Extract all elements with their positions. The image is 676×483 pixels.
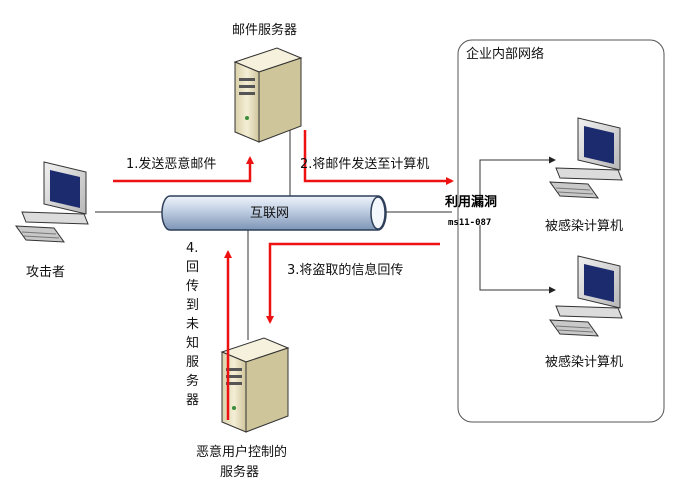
mail-server: [233, 47, 303, 143]
step3-arrow: [266, 242, 440, 324]
infected-computer-2-label: 被感染计算机: [545, 354, 623, 370]
step4-char: 回: [186, 260, 199, 275]
step2-arrow: [303, 130, 454, 185]
step1-label: 1.发送恶意邮件: [126, 156, 216, 172]
malicious-server-label-2: 服务器: [220, 464, 259, 480]
step4-char: 到: [186, 298, 199, 313]
internet-pipe: 互联网: [161, 195, 387, 231]
infected-computer-1: [548, 117, 623, 199]
internet-label: 互联网: [250, 206, 289, 221]
exploit-label: 利用漏洞: [445, 194, 497, 210]
connection-lines: [95, 130, 556, 340]
malicious-server-label-1: 恶意用户控制的: [196, 444, 287, 460]
cve-label: ms11-087: [448, 218, 491, 228]
step4-char: 器: [186, 393, 199, 408]
step4-char: 知: [186, 335, 199, 351]
step3-label: 3.将盗取的信息回传: [287, 262, 403, 278]
step4-char: 4.: [186, 241, 198, 256]
red-arrows: [113, 130, 454, 420]
mail-server-label: 邮件服务器: [232, 22, 297, 38]
step4-char: 务: [186, 373, 199, 389]
step2-label: 2.将邮件发送至计算机: [300, 156, 429, 172]
step4-char: 未: [186, 317, 199, 332]
infected-computer-1-label: 被感染计算机: [545, 218, 623, 234]
attacker-label: 攻击者: [26, 265, 65, 280]
step1-arrow: [113, 156, 254, 183]
step4-char: 传: [186, 279, 199, 294]
attacker-computer: [14, 161, 89, 243]
infected-computer-2: [548, 255, 623, 337]
step4-label: 4. 回 传 到 未 知 服 务 器: [186, 241, 199, 408]
step4-char: 服: [186, 355, 199, 370]
enterprise-network-label: 企业内部网络: [466, 46, 544, 62]
malicious-server: [220, 337, 290, 433]
